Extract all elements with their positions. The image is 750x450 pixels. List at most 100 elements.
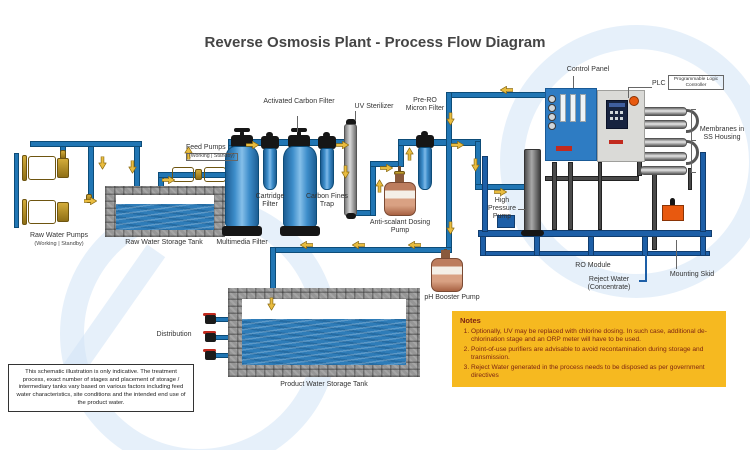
pointer-line (355, 111, 357, 121)
label-product-water-storage-tank: Product Water Storage Tank (280, 381, 368, 388)
flow-arrow-icon (499, 85, 514, 99)
label-subtext: (Working | Standby) (186, 153, 238, 162)
plc-display (606, 100, 628, 129)
raw-pump-flange (22, 155, 27, 181)
note-item: Reject Water generated in the process ne… (471, 364, 718, 380)
pipe-segment (30, 141, 142, 147)
tank-interior (242, 299, 406, 365)
flow-arrow-icon (446, 221, 460, 235)
skid-beam (478, 230, 712, 237)
notes-box: Notes Optionally, UV may be replaced wit… (452, 311, 726, 387)
raw-water-pump-working (28, 156, 56, 180)
page-title: Reverse Osmosis Plant - Process Flow Dia… (204, 34, 546, 51)
pipe-segment (688, 168, 692, 190)
label-carbon-fines-trap: Carbon Fines Trap (305, 193, 349, 209)
gauge-icon (548, 95, 556, 103)
label-membranes: Membranes in SS Housing (699, 126, 745, 142)
pointer-line (518, 209, 525, 211)
jug-neck (395, 174, 404, 183)
raw-pump-motor (57, 202, 69, 222)
pointer-line (628, 87, 630, 98)
cartridge-filter-body (263, 148, 277, 190)
valve-stem (670, 198, 675, 207)
membrane-bracket-tick (691, 172, 696, 174)
pre-ro-filter-body (418, 147, 432, 190)
plc-button (620, 111, 623, 114)
pipe-segment (598, 162, 602, 230)
flow-arrow-icon (98, 156, 112, 170)
pointer-line (628, 87, 652, 89)
label-ro-module: RO Module (575, 262, 611, 269)
reject-pointer-line (645, 250, 647, 282)
anti-scalant-dosing-pump (384, 182, 416, 216)
tap-handle (203, 331, 216, 334)
pointer-line (573, 76, 575, 88)
label-plc: PLC (652, 80, 666, 87)
tap-handle (203, 349, 216, 352)
flow-arrow-icon (341, 165, 355, 179)
skid-pump-block (497, 215, 515, 228)
label-cartridge-filter: Cartridge Filter (255, 193, 285, 209)
gauge-icon (548, 104, 556, 112)
membrane-housing (640, 152, 687, 161)
uv-bottom-cap (346, 213, 356, 219)
water (242, 319, 406, 365)
fines-trap-cap (318, 136, 336, 149)
membrane-housing (640, 107, 687, 116)
membrane-housing (640, 120, 687, 129)
flow-arrow-icon (351, 240, 366, 254)
pipe-segment (545, 176, 639, 181)
distribution-tap (205, 333, 216, 342)
feed-pump-working (172, 167, 194, 182)
label-feed-pumps: Feed Pumps (Working | Standby) (186, 144, 266, 162)
skid-leg (700, 236, 706, 256)
membrane-u-bend (686, 140, 699, 165)
flow-arrow-icon (267, 297, 281, 311)
valve-stem (240, 131, 244, 137)
rotameter-icon (580, 94, 586, 122)
cartridge-filter-cap (261, 136, 279, 149)
membrane-housing (640, 138, 687, 147)
distribution-tap (205, 351, 216, 360)
note-item: Optionally, UV may be replaced with chlo… (471, 328, 718, 344)
raw-pump-motor (57, 158, 69, 178)
membrane-u-bend (686, 109, 699, 133)
label-mounting-skid: Mounting Skid (669, 271, 715, 278)
raw-water-pump-standby (28, 200, 56, 224)
skid-leg (534, 236, 540, 256)
emergency-button-icon (629, 96, 639, 106)
label-ph-booster-pump: pH Booster Pump (424, 294, 480, 301)
plc-button (610, 111, 613, 114)
carbon-filter-head (288, 135, 310, 148)
membrane-bracket-tick (691, 140, 696, 142)
flow-arrow-icon (299, 240, 314, 254)
plc-nameplate (609, 140, 623, 144)
label-multimedia-filter: Multimedia Filter (216, 239, 268, 246)
rotameter-icon (560, 94, 566, 122)
plc-display-header (609, 103, 625, 107)
multimedia-filter-base (222, 226, 262, 236)
ph-booster-pump (431, 258, 463, 292)
reject-motorized-valve (662, 205, 684, 221)
gauge-icon (548, 113, 556, 121)
skid-leg (588, 236, 594, 256)
valve-handle-icon (234, 128, 250, 132)
activated-carbon-filter-vessel (283, 146, 317, 228)
gauge-icon (548, 122, 556, 130)
flow-arrow-icon (335, 136, 350, 150)
valve-stem (297, 131, 301, 137)
rotameter-icon (570, 94, 576, 122)
flow-arrow-icon (245, 136, 260, 150)
flow-arrow-icon (83, 192, 98, 206)
pipe-segment (568, 162, 573, 230)
reject-pointer-line (639, 280, 646, 282)
tank-interior (116, 195, 214, 230)
label-text: Feed Pumps (186, 144, 226, 151)
flow-arrow-icon (401, 147, 414, 161)
cartridge-filter-nub (266, 132, 273, 138)
valve-handle-icon (291, 128, 307, 132)
flow-arrow-icon (161, 171, 176, 185)
label-raw-water-storage-tank: Raw Water Storage Tank (125, 239, 203, 246)
label-distribution: Distribution (156, 331, 192, 338)
